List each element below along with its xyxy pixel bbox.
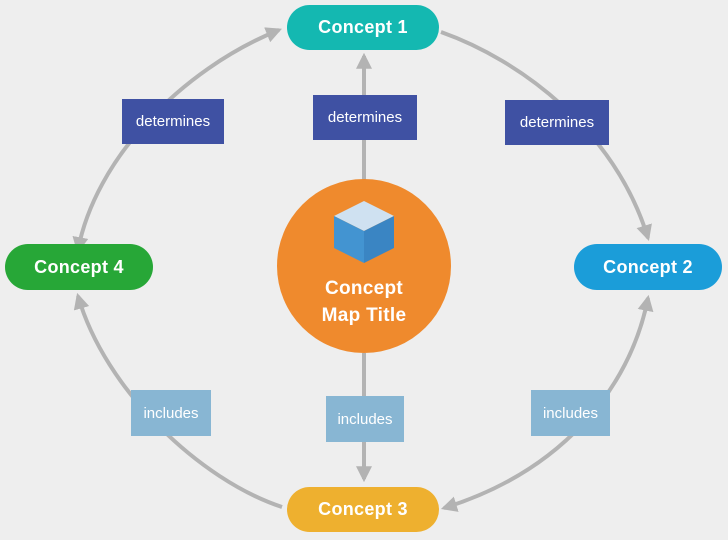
node-label: Concept 3 bbox=[318, 499, 408, 519]
cube-left-face bbox=[334, 216, 364, 263]
node-concept-3: Concept 3 bbox=[287, 487, 439, 532]
edge-label-text: includes bbox=[337, 410, 393, 428]
center-node: Concept Map Title bbox=[277, 179, 451, 353]
node-label: Concept 1 bbox=[318, 17, 408, 37]
edge-label-text: includes bbox=[143, 404, 199, 422]
edge-label-determines-right: determines bbox=[505, 100, 609, 145]
edge-label-includes-right: includes bbox=[531, 390, 610, 436]
edge-label-determines-left: determines bbox=[122, 99, 224, 144]
edge-label-determines-middle: determines bbox=[313, 95, 417, 140]
node-concept-4: Concept 4 bbox=[5, 244, 153, 290]
edge-label-text: determines bbox=[135, 113, 211, 130]
center-title: Concept Map Title bbox=[322, 276, 407, 330]
center-title-line1: Concept bbox=[324, 278, 404, 299]
node-label: Concept 4 bbox=[34, 256, 124, 277]
node-concept-2: Concept 2 bbox=[574, 244, 722, 290]
edge-label-text: determines bbox=[519, 114, 595, 131]
center-title-line2: Map Title bbox=[321, 304, 407, 326]
cube-icon bbox=[332, 199, 396, 270]
cube-right-face bbox=[364, 216, 394, 263]
node-label: Concept 2 bbox=[603, 256, 693, 277]
node-concept-1: Concept 1 bbox=[287, 5, 439, 50]
edge-label-includes-middle: includes bbox=[326, 396, 404, 442]
edge-label-text: determines bbox=[327, 109, 403, 126]
edge-label-text: includes bbox=[542, 404, 599, 422]
edge-label-includes-left: includes bbox=[131, 390, 211, 436]
